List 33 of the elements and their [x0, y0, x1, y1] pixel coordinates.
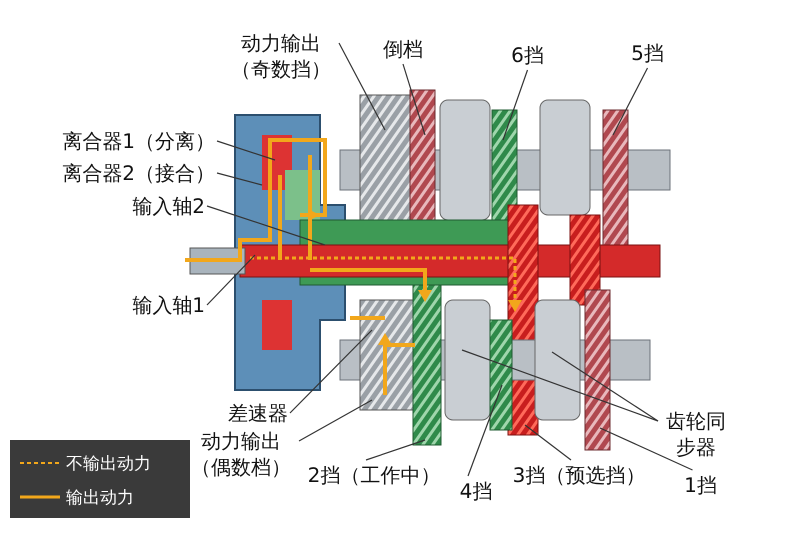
leader-line: [462, 349, 658, 422]
part-label: 输入轴1: [90, 292, 205, 318]
leader-line: [552, 352, 658, 422]
leader-line: [502, 70, 528, 140]
part-label: 动力输出（奇数挡）: [225, 30, 337, 82]
leader-line: [206, 205, 326, 246]
part-label: 离合器2（接合）: [10, 160, 215, 186]
part-label: 倒档: [378, 36, 428, 62]
part-label: 差速器: [200, 400, 288, 426]
leader-line: [216, 140, 276, 161]
part-label: 动力输出（偶数档）: [185, 428, 297, 480]
part-label: 齿轮同步器: [660, 408, 732, 460]
part-label: 离合器1（分离）: [10, 128, 215, 154]
part-label: 4挡: [455, 478, 497, 504]
leader-line: [298, 399, 372, 442]
leader-line: [402, 64, 426, 136]
leader-line: [216, 172, 262, 186]
leader-line: [206, 254, 256, 306]
leader-line: [290, 330, 372, 414]
leader-line: [366, 439, 426, 461]
part-label: 输入轴2: [90, 193, 205, 219]
leader-line: [612, 68, 648, 136]
leader-line: [467, 384, 503, 476]
legend-text: 不输出动力: [66, 453, 151, 475]
part-label: 3挡（预选挡）: [503, 462, 655, 488]
legend-text: 输出动力: [66, 487, 134, 509]
part-label: 2挡（工作中）: [298, 462, 450, 488]
part-label: 5挡: [625, 40, 670, 66]
leader-line: [600, 427, 693, 471]
leader-line: [338, 42, 386, 130]
part-label: 6挡: [505, 42, 550, 68]
leader-line: [524, 424, 572, 460]
part-label: 1挡: [678, 472, 723, 498]
